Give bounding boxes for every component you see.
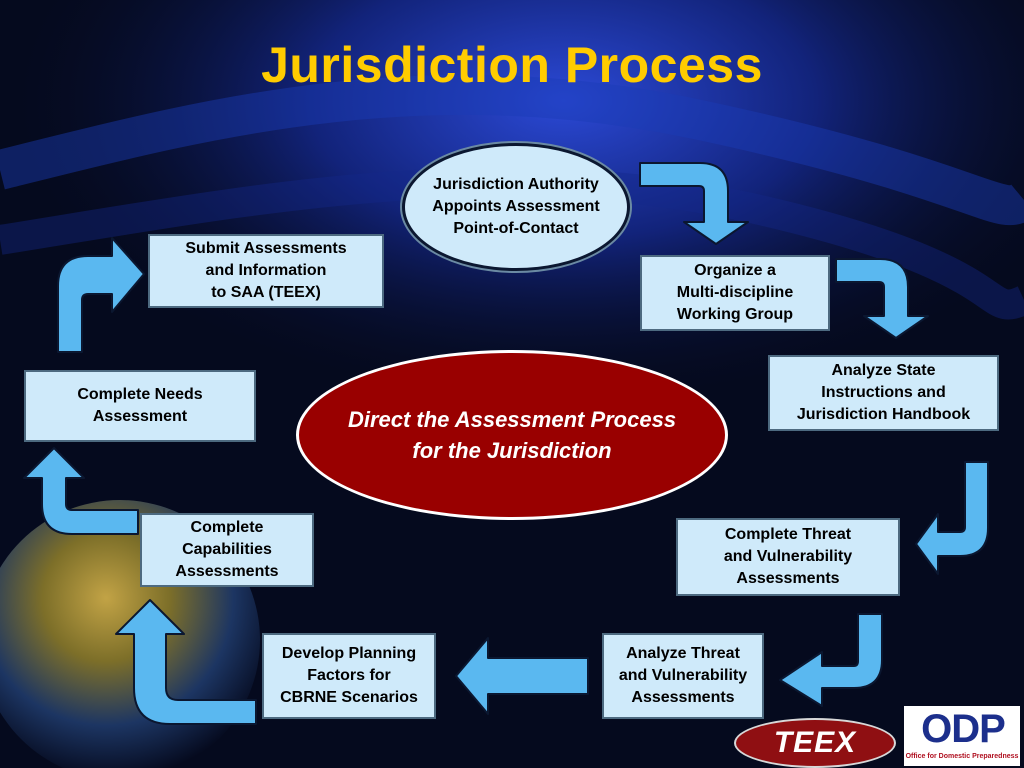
odp-logo: ODP Office for Domestic Preparedness <box>904 706 1020 766</box>
start-node-oval: Jurisdiction Authority Appoints Assessme… <box>402 143 630 271</box>
arrow-to-complete-threat <box>915 461 989 575</box>
step-complete-needs: Complete Needs Assessment <box>24 370 256 442</box>
step-analyze-threat-assessments: Analyze Threat and Vulnerability Assessm… <box>602 633 764 719</box>
step-complete-threat-assessments: Complete Threat and Vulnerability Assess… <box>676 518 900 596</box>
arrow-to-complete-capabilities <box>115 599 257 725</box>
center-node-ellipse: Direct the Assessment Process for the Ju… <box>296 350 728 520</box>
step-organize-working-group: Organize a Multi-discipline Working Grou… <box>640 255 830 331</box>
arrow-to-organize <box>639 162 749 245</box>
step-analyze-state-instructions: Analyze State Instructions and Jurisdict… <box>768 355 999 431</box>
arrow-to-submit <box>57 237 145 353</box>
odp-logo-subtitle: Office for Domestic Preparedness <box>905 753 1019 760</box>
step-submit-assessments: Submit Assessments and Information to SA… <box>148 234 384 308</box>
step-complete-capabilities: Complete Capabilities Assessments <box>140 513 314 587</box>
arrow-to-develop-planning <box>455 637 589 715</box>
teex-logo: TEEX <box>734 718 896 768</box>
arrow-to-analyze-state <box>835 258 929 339</box>
page-title: Jurisdiction Process <box>261 37 763 93</box>
arrow-to-complete-needs <box>23 447 139 535</box>
arrow-to-analyze-threat <box>779 613 883 707</box>
step-develop-planning-factors: Develop Planning Factors for CBRNE Scena… <box>262 633 436 719</box>
odp-logo-letters: ODP <box>921 707 1006 751</box>
